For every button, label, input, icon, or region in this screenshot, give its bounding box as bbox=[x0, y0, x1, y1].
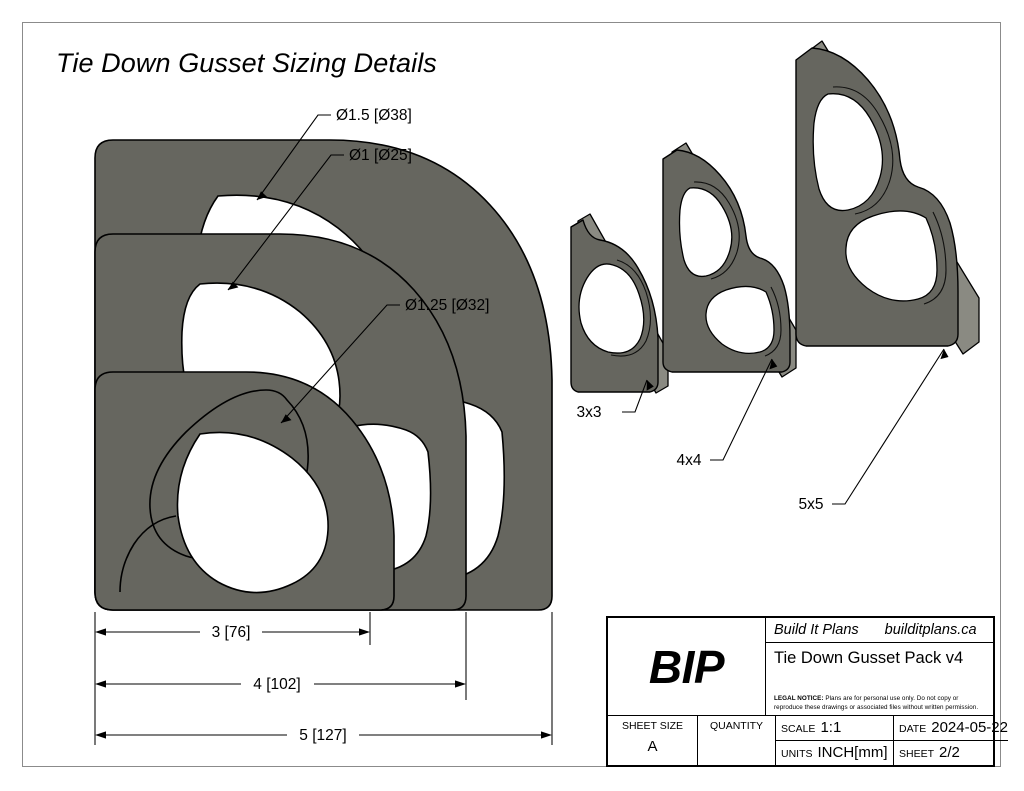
brand-row: Build It Plans builditplans.ca bbox=[766, 618, 993, 643]
size-label-5x5: 5x5 bbox=[799, 496, 824, 513]
callout-leaders: Ø1.5 [Ø38] Ø1 [Ø25] Ø1.25 [Ø32] bbox=[227, 107, 489, 424]
dimension-3in: 3 [76] bbox=[95, 624, 370, 641]
size-leader-4x4: 4x4 bbox=[677, 358, 778, 469]
iso-gusset-5x5 bbox=[795, 40, 980, 355]
date-label: DATE bbox=[899, 723, 927, 735]
size-label-4x4: 4x4 bbox=[677, 452, 702, 469]
legal-notice: LEGAL NOTICE: Plans are for personal use… bbox=[774, 694, 989, 712]
dimension-5in: 5 [127] bbox=[95, 727, 552, 744]
sheet-size-value: A bbox=[647, 738, 658, 755]
callout-leader-hole-small: Ø1 [Ø25] bbox=[227, 147, 412, 291]
scale-label: SCALE bbox=[781, 723, 816, 735]
scale-cell: SCALE 1:1 bbox=[776, 716, 894, 740]
units-sheet-row: UNITS INCH[mm] SHEET 2/2 bbox=[776, 740, 1008, 766]
logo-cell: BIP bbox=[608, 618, 766, 715]
iso-gusset-4x4 bbox=[662, 142, 797, 378]
size-leader-3x3: 3x3 bbox=[577, 379, 654, 421]
size-leader-5x5: 5x5 bbox=[799, 348, 949, 513]
project-row: Tie Down Gusset Pack v4 LEGAL NOTICE: Pl… bbox=[766, 643, 993, 715]
callout-label-hole-medium: Ø1.25 [Ø32] bbox=[405, 297, 489, 314]
scale-date-row: SCALE 1:1 DATE 2024-05-22 bbox=[776, 716, 1008, 741]
dimension-label-4in: 4 [102] bbox=[253, 676, 300, 693]
sheet-label: SHEET bbox=[899, 747, 935, 760]
units-label: UNITS bbox=[781, 747, 813, 760]
project-name: Tie Down Gusset Pack v4 bbox=[774, 649, 964, 667]
quantity-label: QUANTITY bbox=[709, 720, 764, 732]
dimension-label-5in: 5 [127] bbox=[299, 727, 346, 744]
title-block-upper-right: Build It Plans builditplans.ca Tie Down … bbox=[766, 618, 993, 715]
dimension-4in: 4 [102] bbox=[95, 676, 466, 693]
callout-leader-hole-large: Ø1.5 [Ø38] bbox=[256, 107, 412, 201]
legal-notice-text: Plans are for personal use only. Do not … bbox=[774, 694, 979, 711]
title-block-upper: BIP Build It Plans builditplans.ca Tie D… bbox=[608, 618, 993, 716]
brand-name: Build It Plans bbox=[774, 622, 859, 638]
sheet-cell: SHEET 2/2 bbox=[894, 741, 1008, 766]
scale-value: 1:1 bbox=[820, 719, 842, 736]
page-title: Tie Down Gusset Sizing Details bbox=[56, 48, 437, 78]
dimension-lines: 3 [76] 4 [102] 5 [127] bbox=[94, 612, 553, 745]
iso-gusset-3x3 bbox=[570, 213, 669, 394]
quantity-value bbox=[698, 732, 775, 738]
callout-label-hole-large: Ø1.5 [Ø38] bbox=[336, 107, 412, 124]
title-block-lower: SHEET SIZE A QUANTITY SCALE 1:1 DATE 202… bbox=[608, 716, 1008, 765]
quantity-cell: QUANTITY bbox=[698, 716, 776, 765]
units-value: INCH[mm] bbox=[817, 743, 888, 761]
size-leaders: 3x3 4x4 5x5 bbox=[577, 348, 949, 513]
dimension-label-3in: 3 [76] bbox=[212, 624, 251, 641]
title-block: BIP Build It Plans builditplans.ca Tie D… bbox=[606, 616, 1008, 767]
size-label-3x3: 3x3 bbox=[577, 404, 602, 421]
date-cell: DATE 2024-05-22 bbox=[894, 716, 1008, 740]
callout-label-hole-small: Ø1 [Ø25] bbox=[349, 147, 412, 164]
sheet-value: 2/2 bbox=[939, 743, 960, 761]
callout-leader-hole-medium: Ø1.25 [Ø32] bbox=[280, 297, 489, 424]
sheet-size-label: SHEET SIZE bbox=[621, 720, 684, 732]
brand-website: builditplans.ca bbox=[884, 622, 977, 638]
units-cell: UNITS INCH[mm] bbox=[776, 740, 894, 765]
sheet-size-cell: SHEET SIZE A bbox=[608, 716, 698, 765]
legal-notice-label: LEGAL NOTICE: bbox=[774, 694, 824, 702]
title-block-right-grid: SCALE 1:1 DATE 2024-05-22 UNITS INCH[mm]… bbox=[776, 716, 1008, 765]
gusset-outline-3x3 bbox=[94, 371, 395, 611]
date-value: 2024-05-22 bbox=[931, 719, 1008, 736]
bip-logo: BIP bbox=[648, 640, 725, 693]
